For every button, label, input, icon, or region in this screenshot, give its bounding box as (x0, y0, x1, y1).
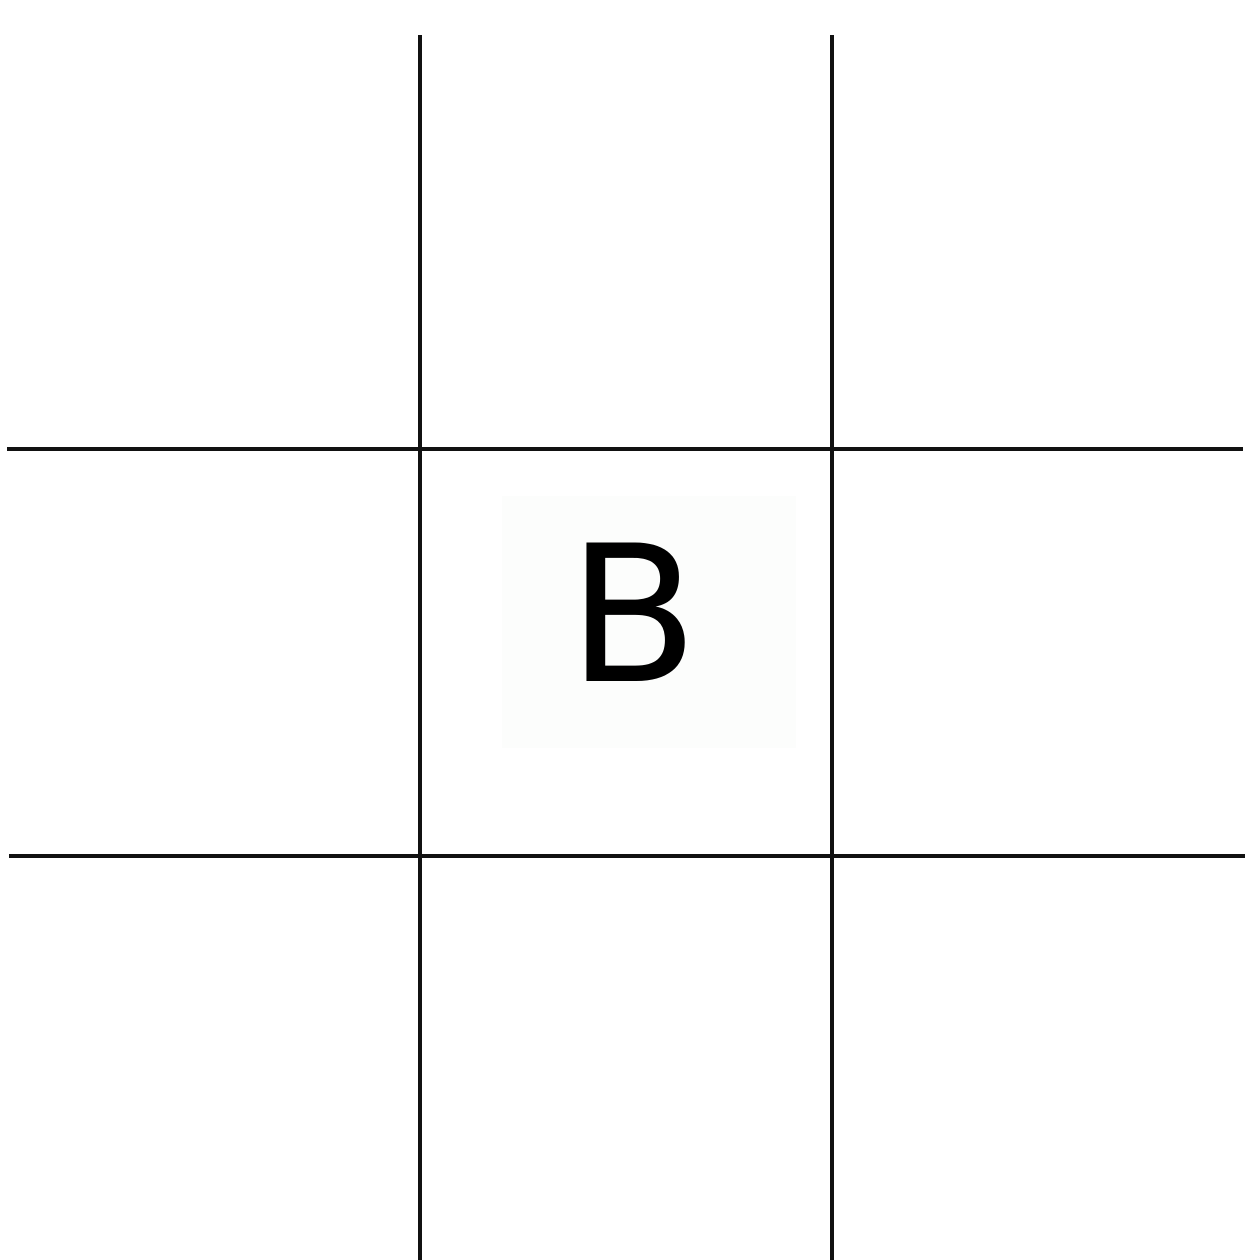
grid-line-vertical-right (830, 35, 834, 1260)
cell-bottom-left[interactable] (0, 858, 418, 1260)
grid-line-horizontal-bottom (9, 854, 1245, 858)
cell-top-center[interactable] (422, 35, 830, 447)
cell-top-left[interactable] (0, 35, 418, 447)
center-mark-tile: B (502, 496, 796, 748)
center-cell-mark: B (567, 505, 699, 726)
cell-middle-left[interactable] (0, 451, 418, 854)
cell-bottom-right[interactable] (834, 858, 1260, 1260)
grid-line-vertical-left (418, 35, 422, 1260)
grid-line-horizontal-top (7, 447, 1243, 451)
cell-middle-right[interactable] (834, 451, 1260, 854)
cell-bottom-center[interactable] (422, 858, 830, 1260)
cell-top-right[interactable] (834, 35, 1260, 447)
